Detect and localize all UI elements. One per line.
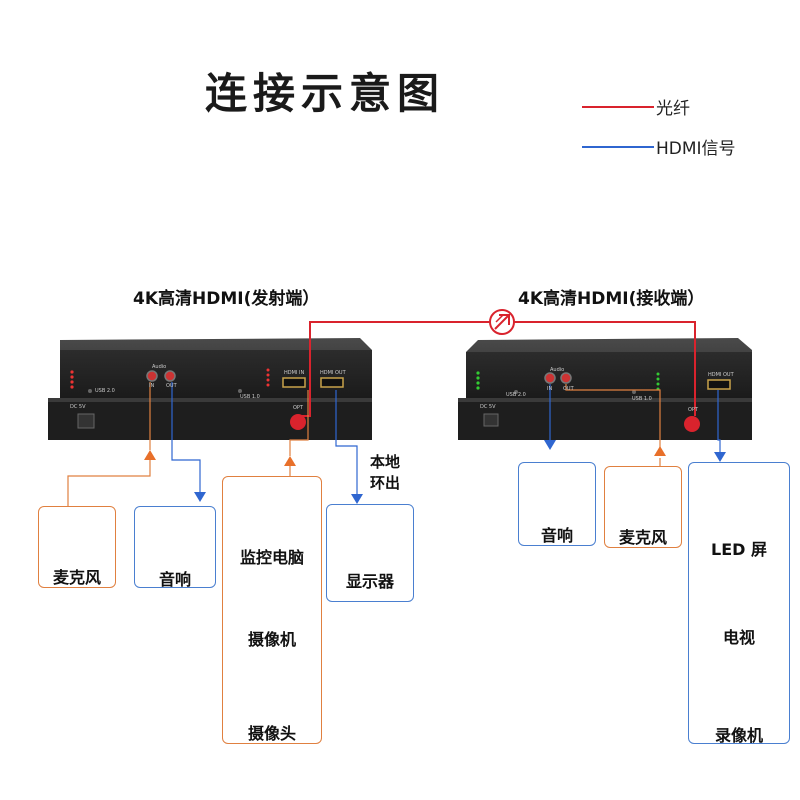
tx-port-hdmi-in: HDMI IN	[284, 370, 305, 376]
tx-port-in: IN	[149, 383, 155, 389]
legend-hdmi-line	[582, 146, 654, 148]
tx-source-group-box	[222, 476, 322, 744]
rx-display-group-box	[688, 462, 790, 744]
rx-mic-box	[604, 466, 682, 548]
loop-out-label-line1: 本地	[370, 453, 401, 471]
tx-port-dc: DC 5V	[70, 404, 86, 410]
tx-monitor-box	[326, 504, 414, 602]
legend-hdmi-label: HDMI信号	[656, 139, 736, 159]
receiver-device	[458, 338, 752, 440]
fiber-link	[300, 321, 696, 417]
rx-port-out: OUT	[563, 386, 574, 392]
transmitter-device	[48, 338, 372, 440]
rx-port-opt: OPT	[688, 407, 699, 413]
receiver-label: 4K高清HDMI(接收端）	[518, 289, 705, 309]
loop-out-label: 本地 环出	[370, 452, 400, 494]
legend-fiber-label: 光纤	[656, 99, 690, 119]
tx-port-hdmi-out: HDMI OUT	[320, 370, 346, 376]
tx-port-audio: Audio	[152, 364, 167, 370]
rx-port-audio: Audio	[550, 367, 565, 373]
transmitter-label: 4K高清HDMI(发射端）	[133, 289, 320, 309]
rx-speaker-label: 音响	[540, 526, 573, 545]
tx-camcorder-label: 摄像机	[247, 630, 296, 649]
rx-port-usb2: USB 1.0	[632, 396, 652, 402]
tx-monitor-label: 显示器	[345, 572, 394, 591]
tx-port-usb: USB 2.0	[95, 388, 115, 394]
legend-fiber-line	[582, 106, 654, 108]
tx-speaker-label: 音响	[158, 570, 191, 589]
tx-pc-label: 监控电脑	[239, 548, 304, 567]
rx-port-usb: USB 2.0	[506, 392, 526, 398]
tx-mic-label: 麦克风	[52, 568, 101, 587]
rx-port-dc: DC 5V	[480, 404, 496, 410]
tx-camera-label: 摄像头	[247, 724, 296, 743]
loop-out-label-line2: 环出	[370, 474, 401, 492]
rx-port-hdmi-out: HDMI OUT	[708, 372, 734, 378]
rx-port-in: IN	[547, 386, 553, 392]
rx-led-label: LED 屏	[711, 540, 767, 559]
tx-port-opt: OPT	[293, 405, 304, 411]
rx-speaker-box	[518, 462, 596, 546]
tx-mic-box	[38, 506, 116, 588]
tx-port-usb2: USB 1.0	[240, 394, 260, 400]
rx-tv-label: 电视	[722, 628, 755, 647]
tx-speaker-box	[134, 506, 216, 588]
tx-port-out: OUT	[166, 383, 177, 389]
rx-mic-label: 麦克风	[618, 528, 667, 547]
page-title: 连接示意图	[204, 69, 445, 118]
rx-recorder-label: 录像机	[714, 726, 763, 745]
